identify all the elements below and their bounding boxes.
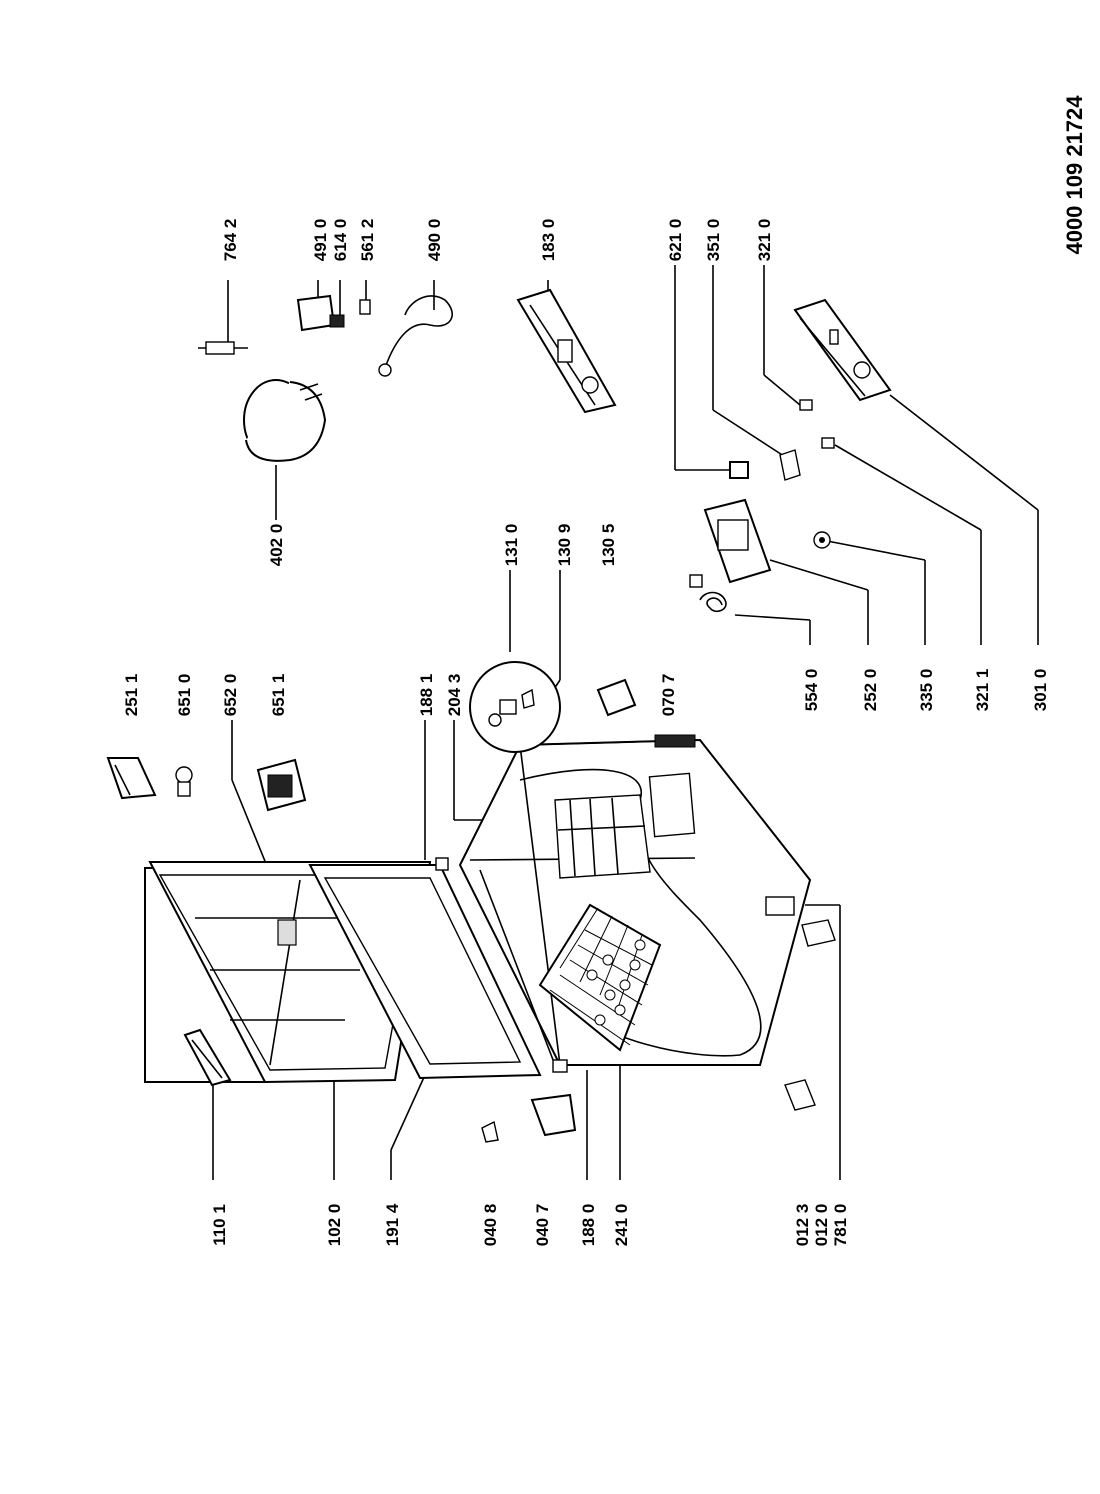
callout-621-0: 621 0 xyxy=(666,219,685,262)
callout-335-0: 335 0 xyxy=(917,669,936,712)
callout-191-4: 191 4 xyxy=(383,1203,402,1246)
relay-491-0 xyxy=(296,294,336,332)
clip-130-5 xyxy=(596,678,637,717)
callout-251-1: 251 1 xyxy=(122,674,141,717)
wire-basket xyxy=(538,903,662,1052)
callout-321-1: 321 1 xyxy=(973,669,992,712)
lamp-socket-651-1 xyxy=(256,758,307,812)
callout-651-0: 651 0 xyxy=(175,674,194,717)
switch-621-0 xyxy=(729,461,749,479)
foot-012-3 xyxy=(784,1079,816,1111)
callout-651-1: 651 1 xyxy=(269,674,288,717)
grille-070-7 xyxy=(654,734,696,748)
callout-204-3: 204 3 xyxy=(445,674,464,717)
hinge-188-1 xyxy=(435,857,449,871)
callout-490-0: 490 0 xyxy=(425,219,444,262)
callout-561-2: 561 2 xyxy=(358,219,377,262)
basket-grid xyxy=(549,907,653,1046)
callout-012-3: 012 3 xyxy=(793,1204,812,1247)
lamp-cover-251-1 xyxy=(106,757,157,800)
hinge-188-0 xyxy=(552,1059,568,1073)
thermostat-detail-131-0 xyxy=(469,661,561,753)
callout-012-0: 012 0 xyxy=(812,1204,831,1247)
hinge-040-8 xyxy=(481,1120,499,1143)
callout-351-0: 351 0 xyxy=(704,219,723,262)
callout-491-0: 491 0 xyxy=(311,219,330,262)
callout-070-7: 070 7 xyxy=(659,674,678,717)
callout-102-0: 102 0 xyxy=(325,1204,344,1247)
callout-781-0: 781 0 xyxy=(831,1204,850,1247)
callout-241-0: 241 0 xyxy=(612,1204,631,1247)
lid-handle xyxy=(183,1028,232,1087)
hinge-040-7 xyxy=(530,1093,577,1137)
indicator-351-0 xyxy=(779,449,801,481)
lid-gasket xyxy=(308,864,542,1080)
callout-188-0: 188 0 xyxy=(579,1204,598,1247)
callout-110-1: 110 1 xyxy=(210,1204,229,1246)
foot-781-0 xyxy=(765,896,836,947)
compressor-402-0 xyxy=(243,379,327,462)
document-number: 4000 109 21724 xyxy=(1062,95,1087,255)
callout-652-0: 652 0 xyxy=(221,674,240,717)
callout-321-0: 321 0 xyxy=(755,219,774,262)
callout-040-7: 040 7 xyxy=(533,1204,552,1247)
callout-131-0: 131 0 xyxy=(502,524,521,567)
right-bottom-callouts: 554 0 252 0 335 0 321 1 301 0 xyxy=(802,669,1050,712)
left-callouts: 110 1 102 0 191 4 040 8 040 7 188 0 241 … xyxy=(210,1203,850,1246)
capacitor-561-2 xyxy=(359,299,371,315)
callout-183-0: 183 0 xyxy=(539,219,558,262)
overload-614-0 xyxy=(329,314,345,328)
callout-614-0: 614 0 xyxy=(331,219,350,262)
control-panel-301-0 xyxy=(793,298,892,402)
floor-vent-label xyxy=(648,772,696,838)
callout-252-0: 252 0 xyxy=(861,669,880,712)
divider-grid xyxy=(554,794,651,879)
drier-764-2 xyxy=(198,341,248,355)
capillary-554-0 xyxy=(689,574,727,612)
control-board-183-0 xyxy=(516,288,617,414)
callout-764-2: 764 2 xyxy=(221,219,240,262)
callout-301-0: 301 0 xyxy=(1031,669,1050,712)
callout-402-0: 402 0 xyxy=(267,524,286,567)
clip-321-1 xyxy=(821,437,835,449)
knob-335-0 xyxy=(813,531,831,549)
callout-554-0: 554 0 xyxy=(802,669,821,712)
callout-130-5: 130 5 xyxy=(599,524,618,567)
power-cord-490-0 xyxy=(378,295,453,377)
callout-040-8: 040 8 xyxy=(481,1204,500,1247)
clip-321-0 xyxy=(799,399,813,411)
lid-lamp-window xyxy=(277,919,297,946)
thermostat-252-0 xyxy=(703,498,772,584)
lamp-651-0 xyxy=(175,766,193,797)
callout-130-9: 130 9 xyxy=(555,524,574,567)
right-top-callouts: 621 0 351 0 321 0 764 2 491 0 614 0 561 … xyxy=(221,219,774,262)
callout-188-1: 188 1 xyxy=(417,674,436,717)
top-callouts: 251 1 651 0 652 0 651 1 188 1 204 3 070 … xyxy=(122,524,678,717)
